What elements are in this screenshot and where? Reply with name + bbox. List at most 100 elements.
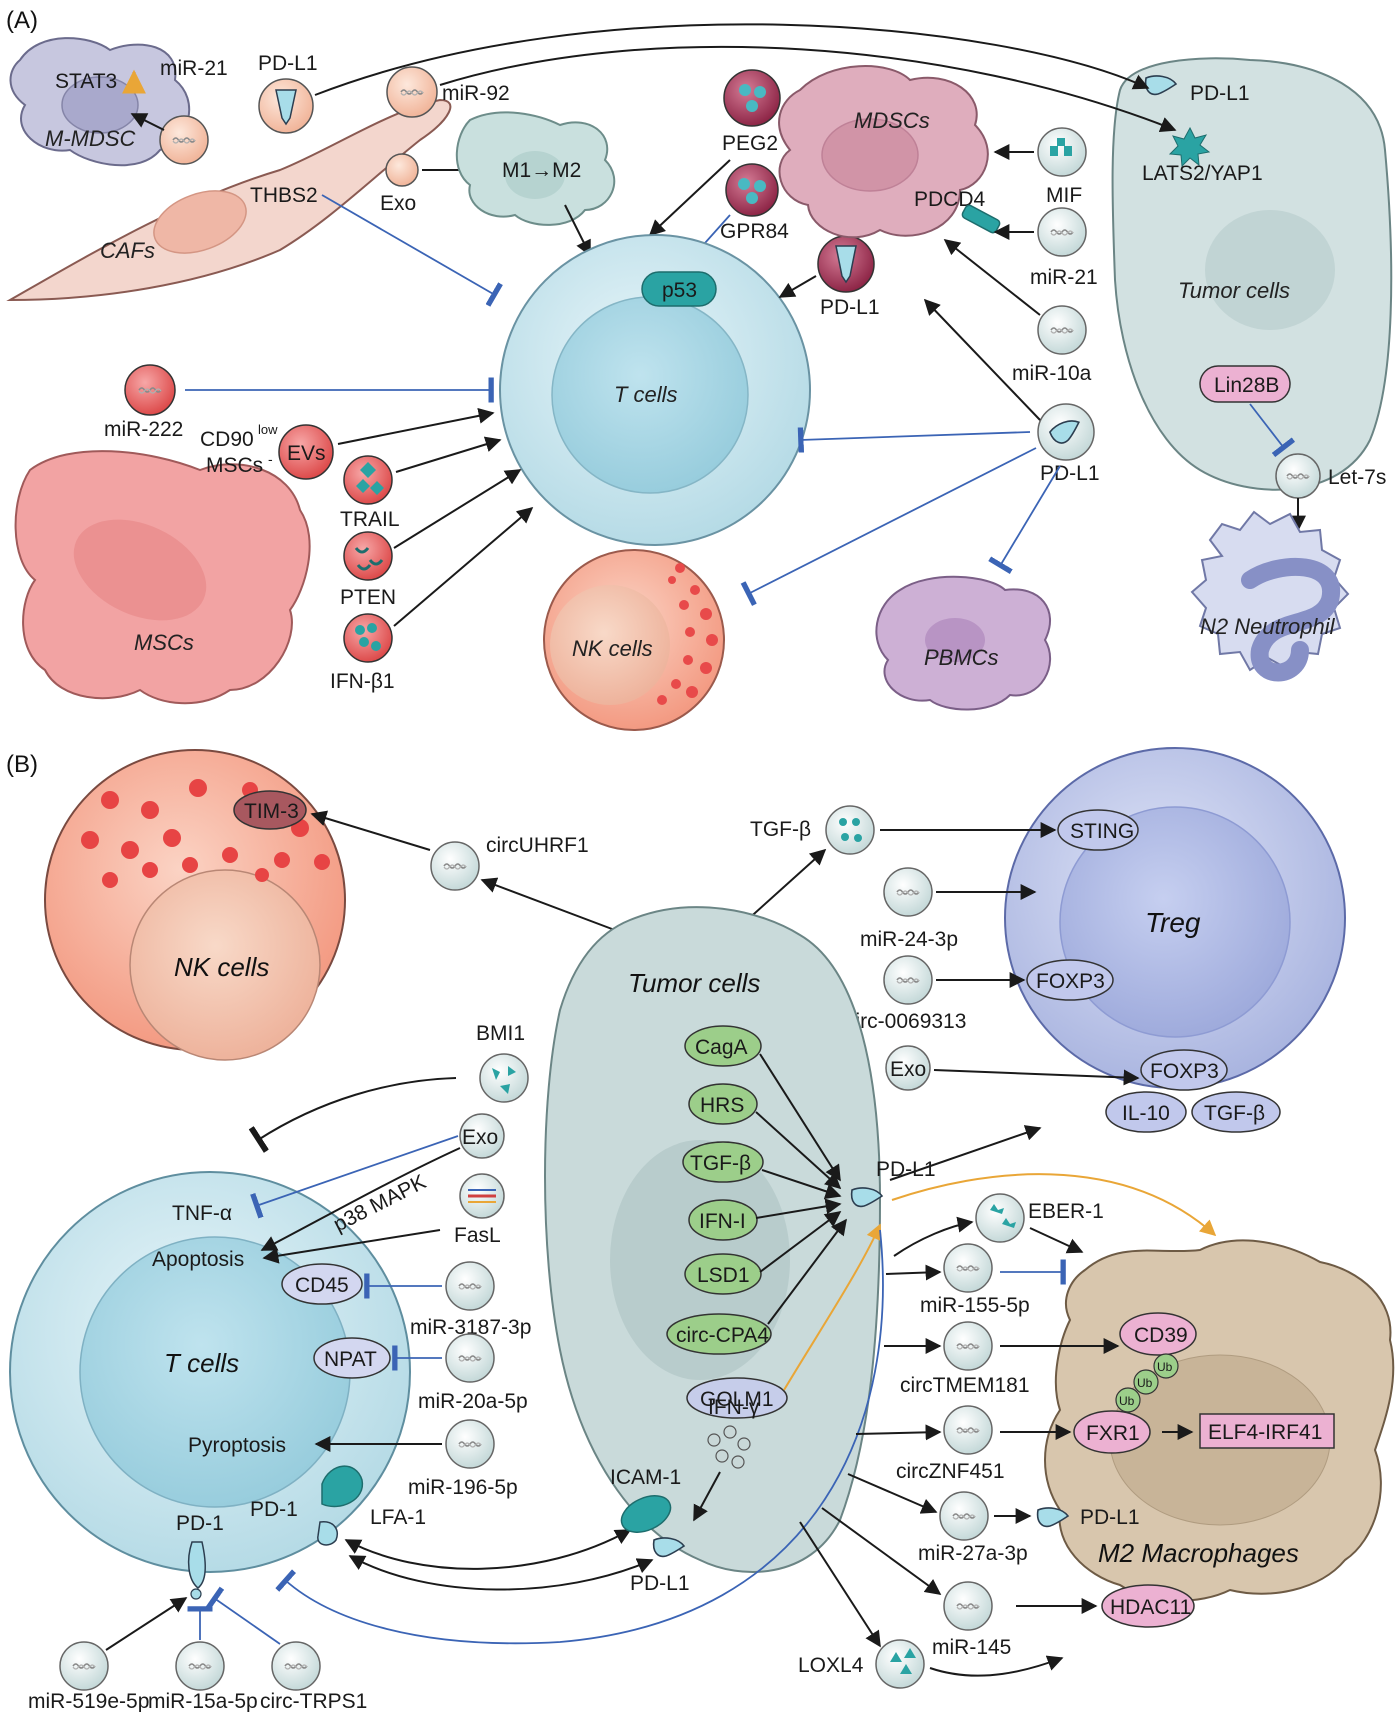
- lats2-star-icon: [1168, 126, 1211, 168]
- arrow-icon: [929, 1655, 1064, 1677]
- inhibition-icon: [740, 447, 1037, 607]
- ifn-b1-vesicle: [343, 613, 393, 663]
- cafs-label: CAFs: [100, 238, 155, 263]
- inhibition-icon: [321, 194, 503, 307]
- inhibition-icon: [275, 1229, 884, 1645]
- n2-neutrophil-cell: [1190, 510, 1350, 672]
- arrow-icon: [744, 848, 827, 923]
- pd-l1-tumor-label: PD-L1: [1190, 82, 1250, 105]
- elf4-irf41-label: ELF4-IRF41: [1208, 1421, 1322, 1444]
- sting-label: STING: [1070, 820, 1134, 843]
- trail-label: TRAIL: [340, 508, 400, 531]
- p53-receptor: [641, 271, 717, 307]
- icam-1-receptor: [620, 1495, 672, 1533]
- elf4-irf41-badge: [1199, 1413, 1335, 1449]
- pd-l1-bottom-label: PD-L1: [630, 1572, 690, 1595]
- pd-1-a-label: PD-1: [250, 1498, 298, 1521]
- arrow-icon: [693, 1471, 721, 1522]
- exo-treg-label: Exo: [890, 1058, 926, 1081]
- arrow-icon: [847, 1473, 938, 1514]
- arrow-icon: [310, 810, 431, 851]
- mir-3187-label: miR-3187-3p: [410, 1316, 531, 1339]
- arrow-icon: [130, 113, 165, 131]
- peg2-label: PEG2: [722, 132, 778, 155]
- il-10-badge: [1105, 1091, 1187, 1133]
- bidirectional-arrow-icon: [344, 1529, 632, 1570]
- orange-arrow-icon: [891, 1173, 1217, 1237]
- inhibition-icon: [1249, 403, 1296, 458]
- npat-badge: [313, 1337, 391, 1379]
- circznf451-label: circZNF451: [896, 1460, 1005, 1483]
- cd90-sup: low: [258, 422, 278, 437]
- lfa-1-label: LFA-1: [370, 1506, 426, 1529]
- pd-1-b-label: PD-1: [176, 1512, 224, 1535]
- m-mdsc-label: M-MDSC: [45, 126, 136, 151]
- pten-label: PTEN: [340, 586, 396, 609]
- eber-1-label: EBER-1: [1028, 1200, 1104, 1223]
- mir-222-label: miR-222: [104, 418, 183, 441]
- gpr84-label: GPR84: [720, 220, 789, 243]
- exo-vesicle: [385, 153, 419, 187]
- ub-label-3: Ub: [1157, 1360, 1173, 1374]
- circuhrf1-label: circUHRF1: [486, 834, 589, 857]
- evs-label: EVs: [287, 442, 326, 465]
- pd-l1-m2-label: PD-L1: [1080, 1506, 1140, 1529]
- foxp3-badge-a: [1026, 959, 1114, 1001]
- arrow-icon: [1029, 1227, 1084, 1254]
- tgf-b-green-label: TGF-β: [690, 1152, 751, 1175]
- arrow-icon: [821, 1507, 942, 1595]
- mir-10a-label: miR-10a: [1012, 362, 1092, 385]
- tim-3-label: TIM-3: [244, 800, 299, 823]
- orange-arrow-icon: [783, 1223, 882, 1391]
- nk-granules-b: [81, 779, 330, 888]
- hdac11-label: HDAC11: [1110, 1596, 1191, 1619]
- let-7s-label: Let-7s: [1328, 466, 1386, 489]
- tgf-b-vesicle: [825, 805, 875, 855]
- green-factors: [666, 1025, 788, 1419]
- mir-155-label: miR-155-5p: [920, 1294, 1030, 1317]
- arrow-icon: [262, 1229, 441, 1264]
- treg-label: Treg: [1145, 907, 1201, 938]
- lsd1-label: LSD1: [697, 1264, 750, 1287]
- arrow-icon: [889, 1125, 1042, 1181]
- arrow-icon: [648, 159, 731, 237]
- fasl-icon: [468, 1189, 496, 1203]
- fxr1-badge: [1073, 1410, 1151, 1454]
- exo-treg-vesicle: [885, 1045, 931, 1091]
- mdscs-label: MDSCs: [854, 108, 930, 133]
- cd90-label: CD90: [200, 428, 254, 451]
- lats2-label: LATS2/YAP1: [1142, 162, 1263, 185]
- panel-a-label: (A): [6, 7, 38, 34]
- arrow-icon: [943, 239, 1041, 316]
- circtmem181-label: circTMEM181: [900, 1374, 1030, 1397]
- lfa-1-receptor: [321, 1465, 364, 1508]
- loxl4-label: LOXL4: [798, 1654, 864, 1677]
- mscs-sublabel: MSCs: [206, 454, 263, 477]
- nk-cells-a-label: NK cells: [572, 636, 653, 661]
- arrow-icon: [933, 1069, 1140, 1086]
- pbmcs-label: PBMCs: [924, 645, 999, 670]
- arrow-icon: [564, 204, 591, 257]
- sting-badge: [1057, 809, 1139, 851]
- arrow-icon: [439, 45, 1177, 133]
- fxr1-label: FXR1: [1086, 1422, 1140, 1445]
- il-10-label: IL-10: [1122, 1102, 1170, 1125]
- gpr84-vesicle: [725, 163, 779, 217]
- arrow-icon: [105, 1597, 188, 1651]
- npat-label: NPAT: [324, 1348, 377, 1371]
- mif-label: MIF: [1046, 184, 1082, 207]
- nk-granules: [657, 563, 718, 705]
- lin28b-label: Lin28B: [1214, 374, 1279, 397]
- tgf-b-treg-badge: [1191, 1091, 1281, 1133]
- ifn-i-label: IFN-I: [699, 1210, 746, 1233]
- pd-l1-caf-label: PD-L1: [258, 52, 318, 75]
- thbs2-label: THBS2: [250, 184, 318, 207]
- arrow-icon: [855, 1424, 942, 1441]
- bidirectional-arrow-icon: [348, 1555, 654, 1591]
- n2-neutrophil-label: N2 Neutrophil: [1200, 614, 1336, 639]
- pd-1-bottom-receptor: [187, 1541, 206, 1589]
- foxp3-badge-b: [1140, 1049, 1228, 1091]
- apoptosis-label: Apoptosis: [152, 1248, 244, 1271]
- ub-label-2: Ub: [1137, 1376, 1153, 1390]
